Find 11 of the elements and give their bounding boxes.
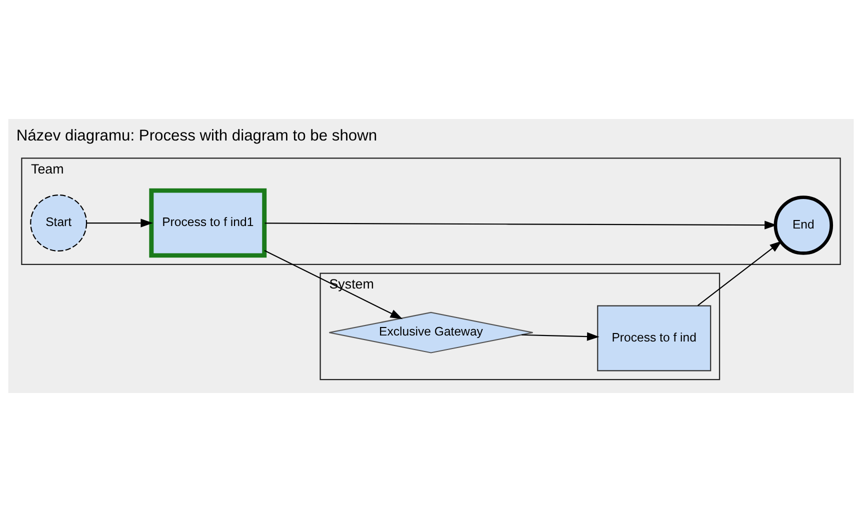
arrow xyxy=(264,220,777,229)
diagram-title: Název diagramu: Process with diagram to be shown xyxy=(16,126,378,144)
node-circle: Start xyxy=(30,194,88,252)
arrow xyxy=(522,332,600,340)
node-circle: End xyxy=(774,195,834,254)
arrow xyxy=(264,250,403,319)
node-box: Process to f ind1 xyxy=(149,188,267,258)
node-diamond: Exclusive Gateway xyxy=(328,311,534,353)
arrow xyxy=(697,240,782,306)
arrow xyxy=(86,218,154,227)
node-box: Process to f ind xyxy=(597,304,712,371)
